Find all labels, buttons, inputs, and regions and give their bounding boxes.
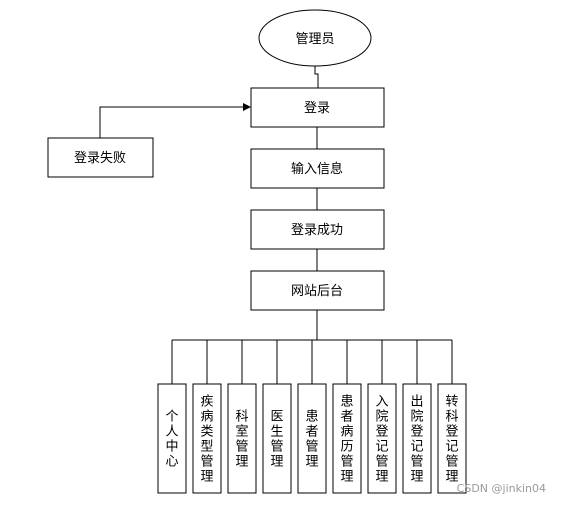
backend-node: 网站后台 — [250, 270, 385, 311]
input-info-node: 输入信息 — [250, 148, 385, 189]
module-label: 患者管理 — [305, 410, 318, 470]
module-box — [227, 383, 257, 494]
admin-node: 管理员 — [258, 9, 372, 67]
module-box — [367, 383, 397, 494]
edge-admin-login — [314, 66, 319, 88]
module-label: 科室管理 — [235, 410, 248, 470]
edge-failed-to-login — [99, 103, 251, 138]
input-info-label: 输入信息 — [291, 161, 343, 177]
module-label: 医生管理 — [270, 410, 283, 470]
login-success-node: 登录成功 — [250, 209, 385, 250]
module-label: 疾病类型管理 — [200, 395, 213, 485]
module-box — [437, 383, 467, 494]
backend-label: 网站后台 — [291, 284, 343, 299]
module-label: 出院登记管理 — [410, 395, 423, 485]
module-box — [332, 383, 362, 494]
module-label: 入院登记管理 — [375, 395, 388, 485]
module-label: 个人中心 — [165, 410, 178, 470]
module-label: 患者病历管理 — [340, 395, 353, 485]
module-box — [157, 383, 187, 494]
watermark: CSDN @jinkin04 — [456, 482, 546, 495]
module-box — [192, 383, 222, 494]
module-box — [402, 383, 432, 494]
module-box — [262, 383, 292, 494]
login-failed-label: 登录失败 — [74, 151, 126, 166]
module-label: 转科登记管理 — [445, 395, 458, 485]
module-list: 个人中心 疾病类型管理 科室管理 医生管理 患者管理 患者病历管理 入院登记管理 出院登记管理… — [157, 340, 467, 494]
module-box — [297, 383, 327, 494]
login-node: 登录 — [250, 87, 385, 128]
admin-label: 管理员 — [295, 32, 334, 47]
login-success-label: 登录成功 — [291, 223, 343, 238]
login-label: 登录 — [304, 101, 330, 116]
login-failed-node: 登录失败 — [47, 137, 154, 178]
